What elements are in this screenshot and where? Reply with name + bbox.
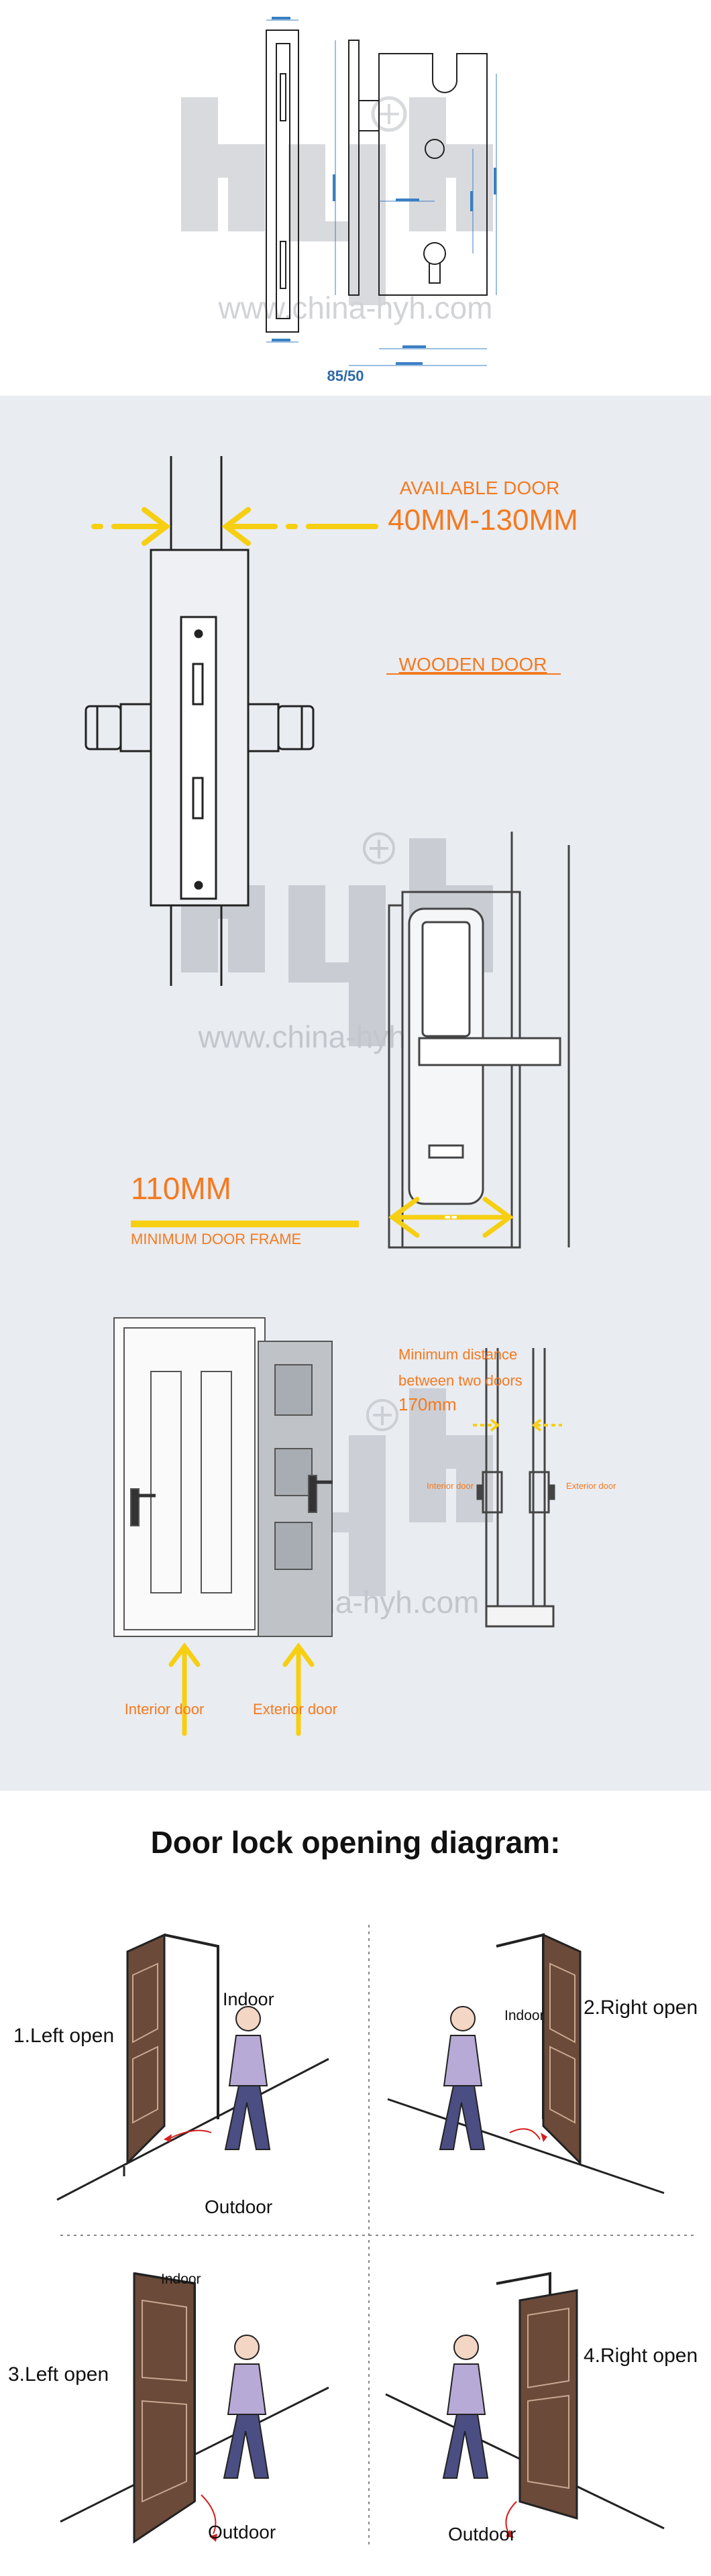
faceplate-drawing — [266, 30, 299, 333]
door-pointer-arrows — [168, 1642, 315, 1736]
two-doors-diagram: www.china-hyh.com Interior door E — [113, 1317, 616, 1736]
panel-1-indoor: Indoor — [223, 1989, 274, 2009]
distance-label-line1: Minimum distance — [398, 1346, 517, 1363]
dimension-ticks — [272, 17, 496, 365]
opening-diagram: 1.Left open Indoor Outdoor 2.Right open … — [8, 1925, 698, 2549]
lock-body-drawing: www.china-hyh.com — [181, 17, 497, 384]
wooden-door-label: WOODEN DOOR — [399, 654, 547, 675]
available-door-label: AVAILABLE DOOR — [400, 478, 560, 498]
interior-door-label: Interior door — [125, 1701, 205, 1718]
two-doors-section: www.china-hyh.com Interior door E — [0, 1254, 711, 1791]
door-thickness-diagram: www.china-hyh.com — [85, 456, 578, 1249]
panel-left-open-1 — [56, 1933, 329, 2201]
watermark-url: www.china-hyh.com — [217, 290, 492, 325]
panel-left-open-3 — [60, 2272, 329, 2544]
model-label: 85/50 — [327, 368, 364, 384]
watermark-logo — [181, 96, 493, 305]
panel-3-caption: 3.Left open — [8, 2363, 109, 2386]
panel-2-caption: 2.Right open — [584, 1997, 698, 2019]
lock-body-outline — [348, 40, 488, 296]
door-cross-section — [85, 456, 315, 986]
interior-door-small-label: Interior door — [427, 1481, 474, 1491]
frame-size: 110MM — [131, 1171, 231, 1206]
panel-right-open-4 — [385, 2272, 665, 2538]
smart-lock-front-view — [388, 832, 570, 1249]
panel-right-open-2 — [387, 1933, 665, 2194]
opening-diagram-title: Door lock opening diagram: — [150, 1825, 561, 1860]
distance-value: 170mm — [398, 1394, 457, 1414]
opening-diagram-section: Door lock opening diagram: 1.Left open I… — [0, 1791, 711, 2576]
panel-4-outdoor: Outdoor — [448, 2524, 516, 2544]
panel-1-outdoor: Outdoor — [205, 2196, 272, 2217]
exterior-door-small-label: Exterior door — [566, 1481, 616, 1491]
panel-3-outdoor: Outdoor — [208, 2522, 276, 2542]
interior-door — [113, 1317, 266, 1637]
panel-3-indoor: Indoor — [161, 2272, 201, 2287]
two-doors-side-view — [476, 1348, 555, 1628]
distance-label-line2: between two doors — [398, 1372, 523, 1389]
lock-body-drawing-section: www.china-hyh.com — [0, 0, 711, 396]
panel-4-caption: 4.Right open — [584, 2345, 698, 2367]
panel-1-caption: 1.Left open — [13, 2025, 114, 2047]
door-thickness-range: 40MM-130MM — [388, 504, 578, 537]
exterior-door-label: Exterior door — [253, 1701, 337, 1718]
frame-width-arrow — [388, 1196, 514, 1238]
exterior-door — [258, 1341, 333, 1637]
door-thickness-section: www.china-hyh.com — [0, 396, 711, 1422]
door-thickness-arrows — [91, 507, 378, 546]
frame-label: MINIMUM DOOR FRAME — [131, 1231, 301, 1247]
panel-2-indoor: Indoor — [504, 2008, 545, 2023]
